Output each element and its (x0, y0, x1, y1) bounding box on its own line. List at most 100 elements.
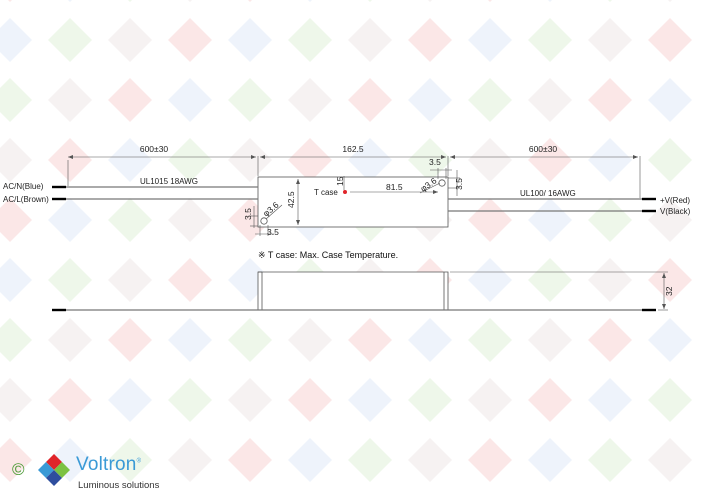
watermark-tile (648, 378, 692, 422)
watermark-tile (588, 318, 632, 362)
watermark-tile (408, 378, 452, 422)
body-outline-side (257, 271, 449, 310)
label-output-negative: V(Black) (660, 207, 691, 216)
watermark-tile (528, 138, 572, 182)
watermark-tile (588, 438, 632, 482)
mounting-hole-left (260, 217, 268, 225)
watermark-tile (48, 78, 92, 122)
watermark-tile (348, 438, 392, 482)
watermark-tile (68, 0, 72, 2)
watermark-tile (0, 438, 32, 482)
watermark-tile (48, 138, 92, 182)
watermark-tile (348, 18, 392, 62)
watermark-tile (0, 138, 32, 182)
watermark-tile (468, 78, 512, 122)
dim-body-height: 32 (664, 286, 674, 296)
watermark-tile (588, 378, 632, 422)
watermark-tile (528, 78, 572, 122)
watermark-tile (168, 138, 212, 182)
dim-hole-spacing: 81.5 (386, 182, 403, 192)
watermark-tile (588, 78, 632, 122)
watermark-tile (648, 198, 692, 242)
label-input-line: AC/L(Brown) (3, 195, 49, 204)
watermark-tile (648, 258, 692, 302)
watermark-tile (648, 78, 692, 122)
watermark-tile (0, 18, 32, 62)
watermark-tile (108, 78, 152, 122)
watermark-tile (228, 138, 272, 182)
watermark-tile (468, 378, 512, 422)
watermark-tile (168, 18, 212, 62)
watermark-tile (408, 18, 452, 62)
watermark-tile (528, 378, 572, 422)
watermark-tile (528, 198, 572, 242)
watermark-tile (108, 18, 152, 62)
dim-hole-top-right-v: 3.5 (454, 178, 464, 190)
watermark-tile (348, 378, 392, 422)
watermark-tile (468, 18, 512, 62)
watermark-tile (168, 258, 212, 302)
mounting-hole-right (438, 179, 446, 187)
dim-body-width: 42.5 (286, 191, 296, 208)
dim-hole-bottom-left-v: 3.5 (243, 208, 253, 220)
watermark-tile (0, 378, 32, 422)
watermark-tile (0, 198, 32, 242)
watermark-tile (228, 78, 272, 122)
dim-hole-top-right-h: 3.5 (429, 157, 441, 167)
watermark-tile (168, 378, 212, 422)
dim-tcase-offset: 15 (335, 176, 345, 186)
label-input-neutral: AC/N(Blue) (3, 182, 44, 191)
watermark-tile (48, 378, 92, 422)
watermark-tile (488, 0, 492, 2)
watermark-tile (168, 78, 212, 122)
tcase-dot (343, 190, 347, 194)
watermark-tile (588, 18, 632, 62)
watermark-tile (588, 258, 632, 302)
brand-tagline: Luminous solutions (78, 480, 160, 491)
body-outline-top (257, 176, 449, 228)
watermark-tile (108, 138, 152, 182)
watermark-tile (108, 378, 152, 422)
watermark-tile (528, 18, 572, 62)
watermark-tile (128, 0, 132, 2)
watermark-tile (0, 78, 32, 122)
brand-name: Voltron® (76, 454, 142, 475)
watermark-tile (48, 258, 92, 302)
watermark-tile (228, 378, 272, 422)
watermark-tile (408, 318, 452, 362)
watermark-tile (588, 198, 632, 242)
dim-left-cable-length: 600±30 (140, 144, 169, 154)
watermark-tile (288, 78, 332, 122)
watermark-tile (428, 0, 432, 2)
watermark-tile (228, 18, 272, 62)
copyright-symbol: © (12, 460, 25, 479)
watermark-tile (588, 138, 632, 182)
watermark-tile (468, 258, 512, 302)
watermark-tile (348, 318, 392, 362)
dim-right-cable-length: 600±30 (529, 144, 558, 154)
watermark-tile (288, 318, 332, 362)
watermark-tile (228, 438, 272, 482)
watermark-tile (608, 0, 612, 2)
dim-hole-bottom-left-h: 3.5 (267, 227, 279, 237)
watermark-tile (408, 78, 452, 122)
label-output-positive: +V(Red) (660, 196, 690, 205)
watermark-tile (0, 258, 32, 302)
watermark-tile (108, 258, 152, 302)
watermark-tile (48, 318, 92, 362)
watermark-tile (468, 198, 512, 242)
watermark-tile (468, 318, 512, 362)
watermark-tile (408, 438, 452, 482)
watermark-tile (188, 0, 192, 2)
watermark-tile (48, 18, 92, 62)
watermark-tile (288, 18, 332, 62)
watermark-tile (8, 0, 12, 2)
watermark-tile (168, 318, 212, 362)
watermark-tile (528, 318, 572, 362)
side-view (52, 271, 668, 312)
watermark-tile (108, 438, 152, 482)
watermark-tile (168, 198, 212, 242)
watermark-tile (548, 0, 552, 2)
